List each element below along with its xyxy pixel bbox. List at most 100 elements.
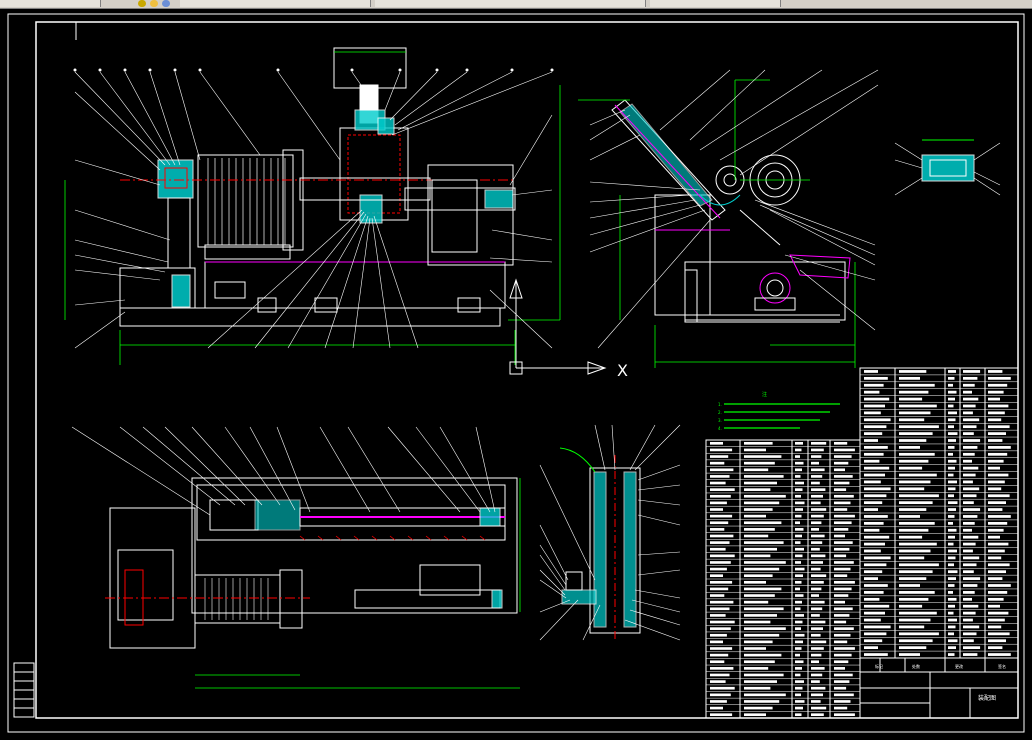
table-cell-text	[864, 611, 885, 615]
table-cell-text	[899, 618, 931, 622]
table-cell-text	[795, 700, 805, 703]
table-cell-text	[963, 432, 974, 435]
table-cell-text	[795, 640, 803, 644]
table-cell-text	[744, 640, 773, 644]
table-cell-text	[948, 597, 957, 601]
table-cell-text	[899, 653, 920, 656]
table-cell-text	[899, 604, 923, 608]
table-cell-text	[899, 452, 935, 456]
table-cell-text	[988, 466, 1000, 470]
toolbar-layer-cell[interactable]	[0, 0, 101, 7]
table-cell-text	[899, 521, 935, 525]
table-cell-text	[963, 487, 980, 491]
table-cell-text	[963, 439, 981, 442]
table-cell-text	[795, 508, 803, 511]
table-cell-text	[795, 693, 801, 697]
toolbar-layer-dropdown[interactable]	[180, 0, 371, 7]
table-cell-text	[744, 534, 769, 538]
table-cell-text	[899, 632, 939, 636]
table-cell-text	[744, 633, 780, 637]
table-cell-text	[899, 473, 937, 477]
table-cell-text	[963, 501, 974, 505]
table-cell-text	[988, 370, 1003, 373]
table-cell-text	[710, 680, 726, 683]
table-cell-text	[988, 521, 1008, 525]
table-cell-text	[811, 713, 824, 717]
table-cell-text	[948, 494, 954, 498]
toolbar-lineweight-dropdown[interactable]	[650, 0, 781, 7]
table-cell-text	[864, 494, 887, 498]
table-cell-text	[988, 625, 1002, 629]
table-cell-text	[988, 487, 1002, 491]
table-cell-text	[744, 528, 775, 531]
table-cell-text	[811, 534, 825, 538]
table-cell-text	[899, 383, 935, 387]
lock-icon[interactable]	[162, 0, 170, 7]
table-cell-text	[948, 411, 957, 415]
table-cell-text	[948, 390, 957, 394]
note-line-4: 4.	[718, 426, 722, 431]
table-cell-text	[811, 468, 825, 472]
table-cell-text	[988, 439, 1003, 442]
table-cell-text	[948, 370, 956, 373]
table-cell-text	[864, 452, 884, 456]
table-cell-text	[988, 577, 1003, 580]
table-cell-text	[795, 528, 804, 531]
table-cell-text	[744, 541, 784, 544]
table-cell-text	[988, 418, 1002, 422]
table-cell-text	[963, 383, 975, 387]
sun-icon[interactable]	[150, 0, 158, 7]
section-view	[539, 424, 681, 641]
table-cell-text	[811, 461, 819, 465]
table-cell-text	[963, 591, 975, 594]
table-cell-text	[988, 494, 1010, 498]
table-cell-text	[811, 574, 827, 578]
table-cell-text	[963, 508, 981, 511]
table-cell-text	[744, 680, 777, 683]
table-cell-text	[864, 466, 890, 470]
table-cell-text	[963, 459, 972, 463]
table-cell-text	[744, 574, 773, 578]
table-cell-text	[948, 639, 958, 643]
front-view	[64, 47, 561, 365]
table-cell-text	[795, 607, 801, 611]
table-cell-text	[864, 639, 883, 643]
table-cell-text	[744, 700, 780, 703]
lightbulb-icon[interactable]	[138, 0, 146, 7]
table-cell-text	[834, 534, 845, 538]
table-cell-text	[710, 620, 735, 624]
table-cell-text	[710, 534, 734, 538]
table-cell-text	[744, 713, 766, 717]
table-cell-text	[963, 625, 980, 629]
toolbar-linetype-dropdown[interactable]	[375, 0, 646, 7]
table-cell-text	[864, 411, 881, 415]
table-cell-text	[795, 488, 803, 491]
table-cell-text	[963, 404, 976, 408]
table-cell-text	[744, 521, 782, 525]
table-cell-text	[834, 667, 845, 670]
table-cell-text	[948, 549, 957, 553]
table-cell-text	[988, 432, 1006, 435]
table-cell-text	[795, 494, 801, 498]
table-cell-text	[948, 618, 957, 622]
table-cell-text	[710, 481, 726, 485]
table-cell-text	[795, 461, 804, 465]
plan-view	[71, 426, 521, 689]
table-cell-text	[948, 528, 957, 532]
table-cell-text	[795, 614, 804, 617]
notes-heading: 注	[762, 391, 767, 398]
table-cell-text	[710, 567, 727, 571]
table-cell-text	[864, 473, 885, 477]
table-cell-text	[795, 587, 800, 591]
table-cell-text	[899, 501, 933, 505]
table-cell-text	[963, 397, 979, 401]
table-cell-text	[963, 618, 973, 622]
table-cell-text	[963, 611, 976, 615]
table-cell-text	[744, 706, 773, 710]
table-cell-text	[864, 390, 880, 394]
table-cell-text	[864, 597, 880, 601]
table-cell-text	[744, 673, 784, 677]
table-cell-text	[948, 632, 954, 636]
table-cell-text	[834, 633, 851, 637]
drawing-canvas[interactable]: X	[0, 8, 1032, 740]
